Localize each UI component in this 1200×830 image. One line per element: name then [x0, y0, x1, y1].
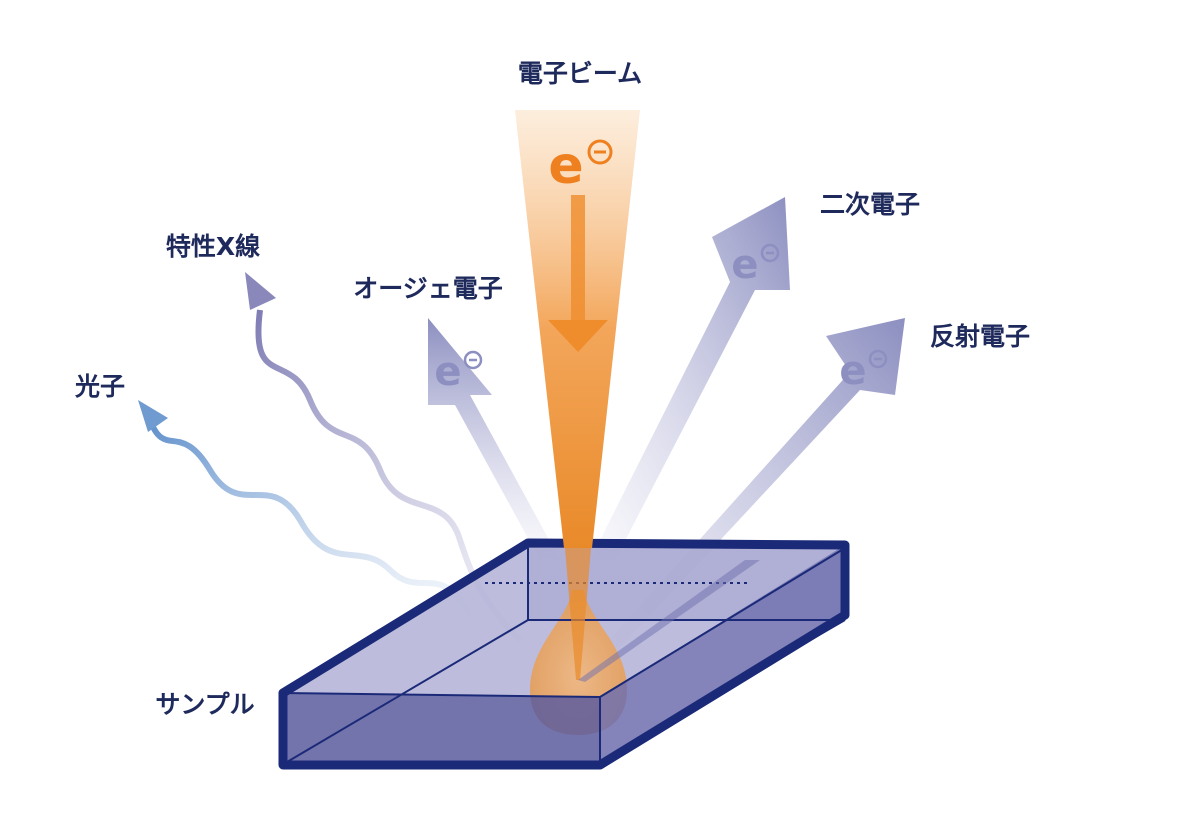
photon-wave: [147, 418, 473, 617]
auger-arrow: [428, 318, 560, 560]
beam-arrow-head: [548, 320, 608, 352]
label-auger-electron: オージェ電子: [353, 274, 503, 303]
label-secondary-electron: 二次電子: [819, 190, 921, 219]
beam-tip: [565, 548, 591, 680]
sample-box: [278, 538, 850, 770]
backscattered-electron-symbol: e: [839, 348, 888, 394]
svg-text:e: e: [839, 348, 866, 394]
label-photon: 光子: [74, 372, 126, 401]
label-backscattered-electron: 反射電子: [929, 322, 1031, 351]
svg-text:e: e: [731, 242, 758, 288]
beam-arrow-shaft: [571, 195, 585, 320]
label-characteristic-xray: 特性X線: [165, 232, 261, 261]
label-sample: サンプル: [155, 690, 255, 719]
secondary-arrow: [590, 197, 790, 560]
backscatter-trail: [578, 560, 760, 682]
label-electron-beam: 電子ビーム: [517, 59, 643, 88]
auger-electron-symbol: e: [434, 349, 483, 395]
svg-text:e: e: [548, 136, 583, 196]
photon-arrowhead: [138, 400, 168, 432]
svg-text:e: e: [434, 349, 461, 395]
beam-electron-symbol: e: [548, 136, 613, 196]
xray-arrowhead: [245, 272, 276, 310]
xray-wave: [255, 309, 523, 643]
secondary-electron-symbol: e: [731, 242, 780, 288]
